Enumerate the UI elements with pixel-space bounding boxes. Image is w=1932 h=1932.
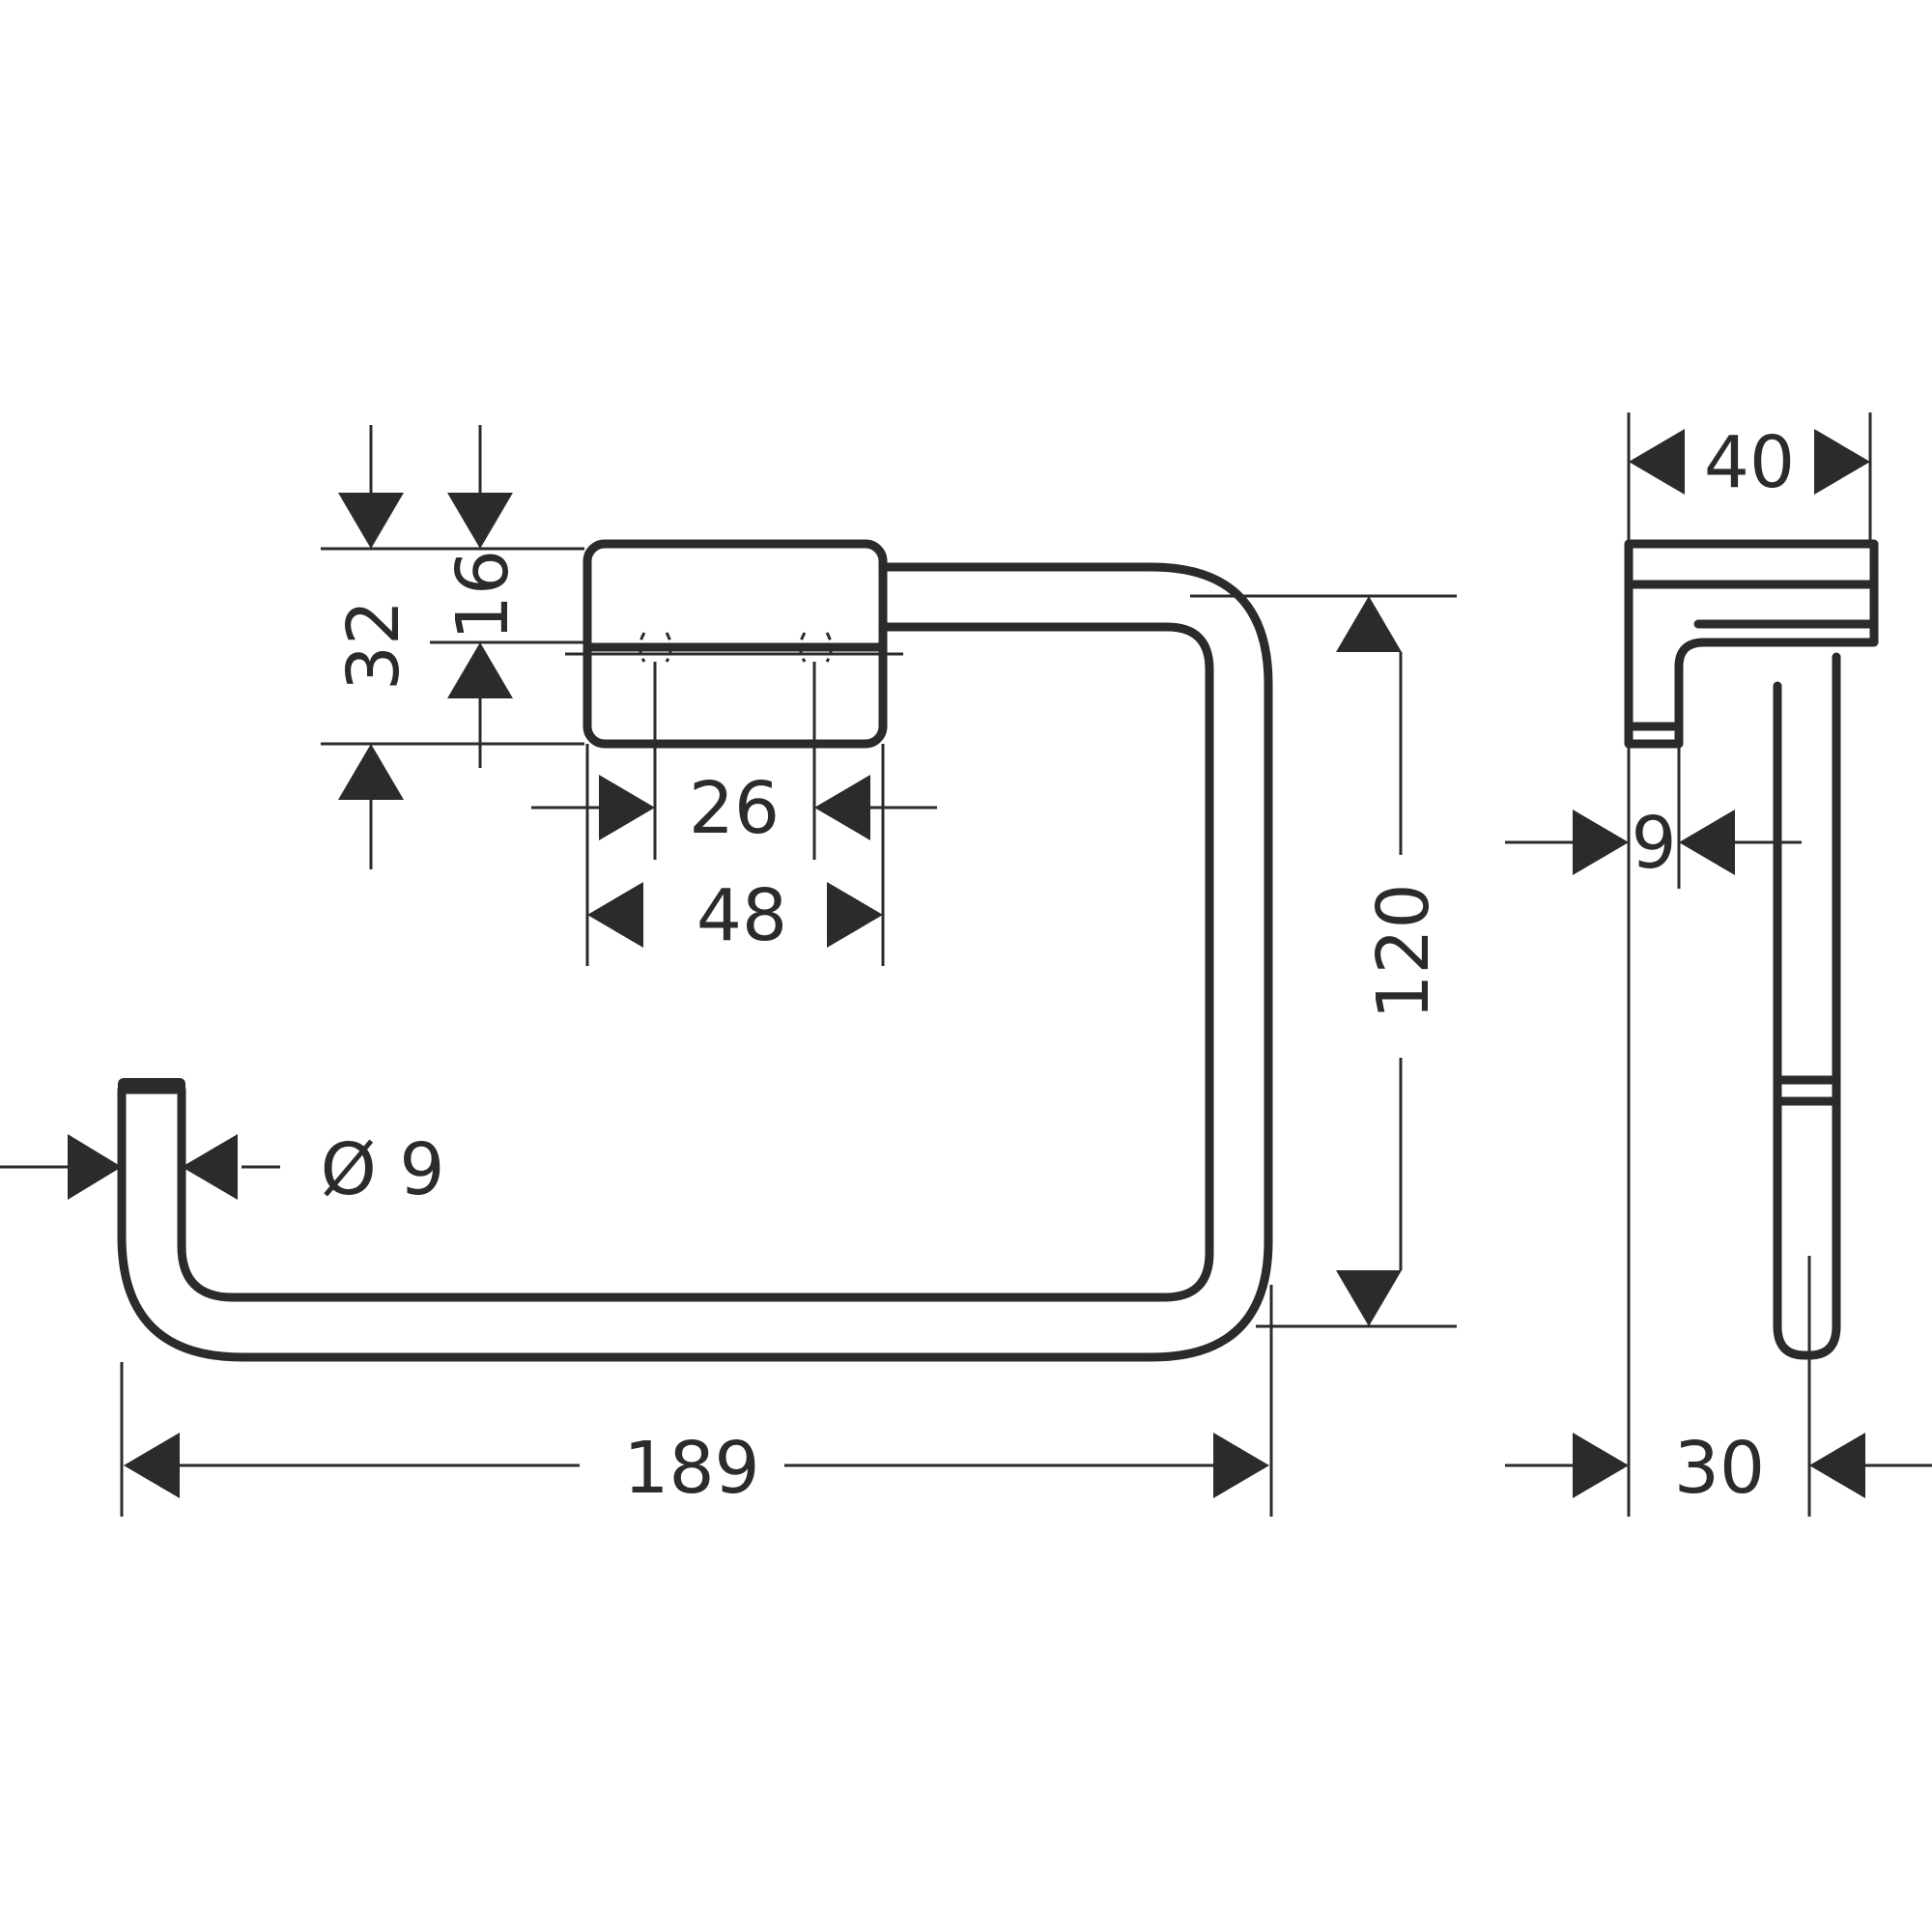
arrow-30-left (1573, 1433, 1629, 1498)
rod-end-cap (118, 1078, 185, 1094)
arrow-189-right (1213, 1433, 1269, 1498)
arrow-189-left (124, 1433, 180, 1498)
screw-hole-left (639, 632, 672, 663)
dim-label-189: 189 (623, 1427, 759, 1510)
arrow-9-right (1679, 810, 1735, 875)
dim-label-9: 9 (1631, 802, 1676, 885)
arrow-120-bottom (1336, 1270, 1402, 1326)
front-dimensions (0, 425, 1457, 1517)
arrow-dia-right (182, 1134, 238, 1200)
dim-label-30: 30 (1674, 1427, 1765, 1510)
dim-label-48: 48 (696, 874, 787, 957)
dim-label-40: 40 (1704, 421, 1795, 504)
dim-label-diameter-9: Ø 9 (321, 1128, 445, 1211)
arrow-26-left (599, 775, 655, 840)
arrow-9-left (1573, 810, 1629, 875)
arrow-16-bottom (447, 642, 513, 698)
dim-label-120: 120 (1362, 883, 1445, 1019)
arrow-32-top (338, 493, 404, 549)
arrow-48-right (827, 882, 883, 948)
arrow-32-bottom (338, 744, 404, 800)
dim-label-16: 16 (441, 550, 525, 640)
towel-ring-outline (117, 562, 1273, 1362)
arrow-48-left (587, 882, 643, 948)
dim-label-26: 26 (689, 767, 780, 850)
arrow-30-right (1809, 1433, 1865, 1498)
arrow-40-right (1814, 429, 1870, 495)
dim-label-32: 32 (332, 600, 415, 691)
arrow-120-top (1336, 596, 1402, 652)
side-view (1624, 539, 1879, 1517)
arrow-26-right (814, 775, 870, 840)
arrow-16-top (447, 493, 513, 549)
side-mount-outline (1624, 539, 1879, 749)
side-ring-profile (1773, 652, 1841, 1360)
side-dimensions (1505, 412, 1932, 1517)
front-view (117, 539, 1273, 1362)
screw-hole-right (799, 632, 833, 663)
arrow-40-left (1629, 429, 1685, 495)
arrow-dia-left (68, 1134, 122, 1200)
